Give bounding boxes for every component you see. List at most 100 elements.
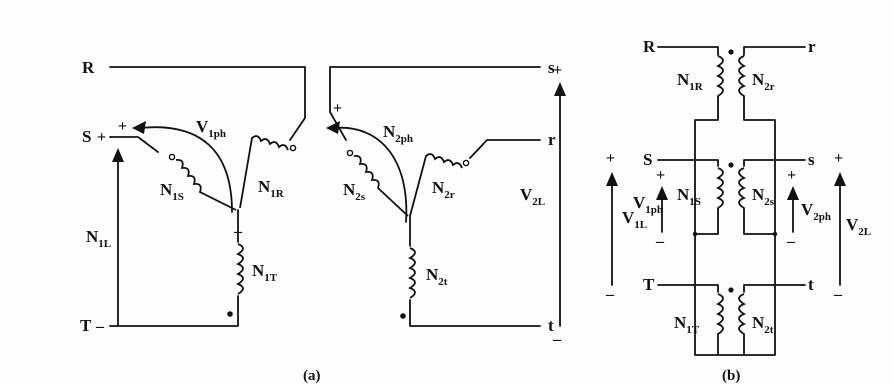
primary-star-winding: [109, 66, 306, 327]
label-b-V1L: V1L: [622, 208, 647, 231]
sign-b-V2L-minus: –: [833, 286, 843, 303]
label-N2s: N2s: [343, 180, 366, 203]
wire-b-s: [743, 159, 806, 167]
arrowhead-b-V1ph: [656, 186, 668, 200]
sign-V2L-minus: –: [552, 331, 562, 348]
terminal-t: t: [548, 316, 554, 335]
sign-V1ph-minus: –: [233, 223, 243, 240]
label-b-N1R: N1R: [677, 70, 704, 93]
coil-N2r: [409, 153, 463, 217]
coil-b-N2r: [738, 55, 747, 97]
coil-N1R: [239, 135, 289, 209]
arrowhead-V1L: [606, 172, 618, 186]
arrow-V1ph: [139, 126, 233, 213]
label-b-N1S: N1S: [677, 185, 701, 208]
wire-b-r: [743, 46, 806, 56]
polarity-dot-b1: [728, 49, 734, 55]
polarity-dot-N2r: [462, 159, 470, 167]
label-N2t: N2t: [426, 265, 448, 288]
label-N1R: N1R: [258, 177, 285, 200]
label-V2L: V2L: [520, 185, 545, 208]
polarity-dot-N2t: [400, 313, 406, 319]
label-b-V1ph: V1ph: [633, 193, 663, 216]
arrowhead-V2ph: [787, 186, 799, 200]
label-b-N2r: N2r: [752, 70, 775, 93]
wire-S: [109, 136, 159, 153]
terminal-R: R: [82, 58, 95, 77]
wire-b-S: [657, 159, 719, 167]
label-b-N1T: N1T: [674, 313, 700, 336]
sign-V2L-plus: +: [553, 62, 562, 79]
wire-b-T: [657, 284, 719, 293]
wire-b-N1S-out: [694, 207, 719, 235]
sign-N2ph-plus: +: [333, 100, 342, 117]
label-N1S: N1S: [160, 180, 184, 203]
wire-s-drop: [329, 66, 347, 141]
polarity-dot-b2: [728, 162, 734, 168]
polarity-dot-b3: [728, 287, 734, 293]
sign-b-V2ph-plus: +: [787, 167, 796, 184]
wire-b-frame: [694, 95, 776, 356]
polarity-dot-N1T: [227, 311, 233, 317]
coil-b-N2t: [738, 293, 747, 335]
coil-b-N1S: [715, 167, 724, 209]
coil-N2t: [407, 247, 416, 299]
wire-b-R: [657, 46, 719, 56]
arrowhead-N2ph: [326, 121, 340, 134]
label-b-V2L: V2L: [846, 215, 871, 238]
coil-N1S: [175, 159, 237, 211]
label-N1T: N1T: [252, 261, 278, 284]
label-N2r: N2r: [432, 178, 455, 201]
label-b-V2ph: V2ph: [801, 200, 831, 223]
sign-b-V1L-plus: +: [606, 150, 615, 167]
terminal-b-r: r: [808, 37, 816, 56]
caption-a: (a): [303, 368, 321, 384]
terminal-b-s: s: [808, 150, 815, 169]
polarity-dot-N1S: [168, 153, 176, 161]
terminal-s: s: [548, 58, 555, 77]
terminal-b-t: t: [808, 275, 814, 294]
sign-b-V1ph-plus: +: [656, 167, 665, 184]
terminal-b-R: R: [643, 37, 656, 56]
coil-b-N1R: [715, 55, 724, 97]
arrowhead-V1ph: [132, 121, 146, 134]
polarity-dot-N1R: [289, 144, 297, 152]
sign-b-V2L-plus: +: [834, 150, 843, 167]
wire-T: [109, 295, 239, 327]
wire-R: [109, 66, 306, 141]
caption-b: (b): [722, 368, 740, 384]
open-delta-schematic: [606, 46, 846, 356]
terminal-S: S: [82, 127, 91, 146]
wire-t: [409, 299, 541, 327]
coil-b-N1T: [715, 293, 724, 335]
arrowhead-b-V2L: [834, 172, 846, 186]
arrow-N2ph: [333, 126, 408, 223]
sign-S-plus: +: [97, 129, 106, 146]
terminal-T: T: [80, 316, 92, 335]
label-V1ph: V1ph: [196, 117, 226, 140]
wire-r: [469, 139, 541, 159]
sign-b-V2ph-minus: –: [786, 233, 796, 250]
label-b-N2t: N2t: [752, 313, 774, 336]
arrowhead-V2L: [554, 82, 566, 96]
sign-V1ph-plus: +: [118, 118, 127, 135]
polarity-dot-N2s: [346, 149, 354, 157]
wire-b-t: [743, 284, 806, 293]
junction-b1: [692, 231, 698, 237]
label-N2ph: N2ph: [383, 122, 413, 145]
arrowhead-N1L: [112, 148, 124, 162]
terminal-b-T: T: [643, 275, 655, 294]
coil-N2s: [353, 155, 409, 217]
label-b-N2s: N2s: [752, 185, 775, 208]
label-N1L: N1L: [86, 227, 111, 250]
sign-b-V1ph-minus: –: [655, 233, 665, 250]
sign-T-minus: –: [95, 318, 105, 335]
junction-b2: [772, 231, 778, 237]
secondary-star-winding: [326, 66, 566, 327]
sign-b-V1L-minus: –: [605, 286, 615, 303]
terminal-b-S: S: [643, 150, 652, 169]
terminal-r: r: [548, 130, 556, 149]
coil-b-N2s: [738, 167, 747, 209]
